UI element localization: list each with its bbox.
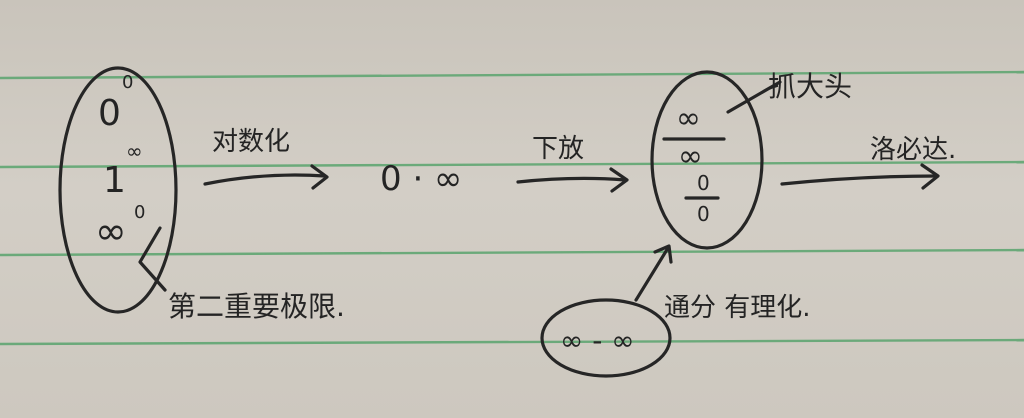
- step1-arrow: [203, 173, 327, 186]
- step3-arrow: [780, 174, 938, 186]
- middle-form: 0 · ∞: [380, 159, 462, 199]
- step2-arrowhead: [609, 167, 629, 193]
- step3-arrowhead: [920, 163, 940, 190]
- left-note: 第二重要极限.: [168, 290, 345, 323]
- step1-label: 对数化: [212, 127, 290, 157]
- ruled-lines: [0, 70, 1024, 346]
- step3-label: 洛必达.: [870, 135, 956, 165]
- left-group-ellipse: [58, 66, 178, 314]
- form-zero-exponent-2: 0: [134, 202, 145, 223]
- right-note: 抓大头: [768, 70, 852, 103]
- fraction-inf-numerator: ∞: [676, 101, 701, 136]
- fraction-zero-numerator: 0: [697, 171, 710, 195]
- bottom-up-arrow: [634, 246, 670, 302]
- form-zero-base: 0: [98, 93, 121, 134]
- bottom-form: ∞ - ∞: [560, 324, 635, 357]
- dominant-term-pointer: [726, 80, 782, 114]
- fraction-zero-denominator: 0: [697, 202, 710, 226]
- bottom-note: 通分 有理化.: [664, 293, 811, 323]
- right-group-ellipse: [650, 70, 764, 250]
- step1-arrowhead: [310, 164, 329, 190]
- bottom-form-ellipse: [540, 298, 672, 378]
- note-pointer-line: [138, 226, 167, 292]
- form-infinity-base: ∞: [95, 209, 127, 253]
- form-zero-exponent: 0: [122, 72, 133, 93]
- step2-label: 下放: [532, 134, 584, 164]
- form-infinity-exponent: ∞: [126, 139, 143, 163]
- fraction-inf-denominator: ∞: [678, 139, 703, 174]
- form-one-base: 1: [103, 160, 126, 201]
- step2-arrow: [516, 176, 627, 184]
- bottom-up-arrowhead: [653, 244, 673, 264]
